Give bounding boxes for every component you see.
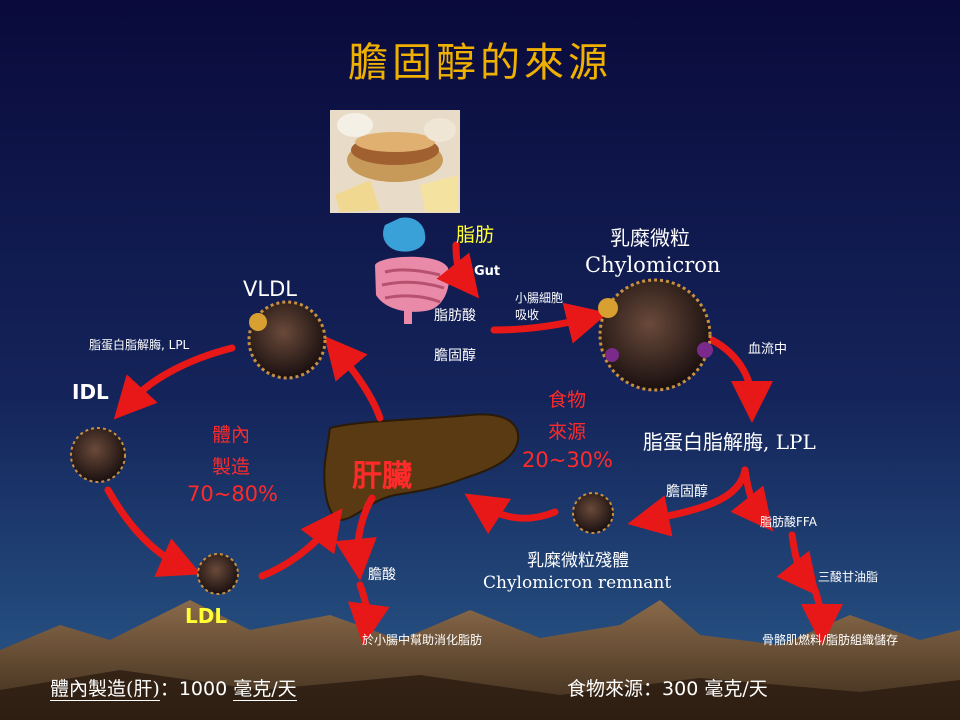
footer-right-value: 300 — [662, 678, 699, 700]
arrow-fat-to-gut — [436, 241, 480, 299]
cholesterol-out-label: 膽固醇 — [666, 484, 708, 500]
arrow-to-ffa — [730, 466, 774, 532]
food-photo — [330, 110, 460, 213]
food-source-label-2: 來源 — [548, 421, 587, 443]
chylomicron-en-label: Chylomicron — [585, 253, 721, 277]
footer-left-colon: ： — [159, 678, 179, 700]
page-title: 膽固醇的來源 — [348, 40, 612, 86]
fatty-acid-label: 脂肪酸 — [434, 308, 476, 324]
remnant-cn-label: 乳糜微粒殘體 — [527, 551, 629, 571]
arrow-bile-to-intestine — [347, 581, 390, 646]
arrow-to-chylomicron — [490, 302, 609, 344]
liver-label: 肝臟 — [352, 459, 412, 494]
intestine-absorb-label-2: 吸收 — [515, 308, 540, 322]
arrow-to-lpl — [708, 336, 773, 423]
footer-left-value: 1000 — [178, 678, 228, 700]
footer-right-unit: 毫克/天 — [704, 678, 768, 700]
internal-label-1: 體內 — [212, 424, 251, 446]
arrow-vldl-to-idl — [113, 344, 236, 420]
arrow-ldl-to-liver — [258, 508, 343, 580]
cholesterol-in-label: 膽固醇 — [434, 348, 476, 364]
footer-right: 食物來源：300 毫克/天 — [567, 674, 768, 701]
ldl-particle — [197, 553, 239, 595]
remnant-particle — [572, 492, 614, 534]
arrow-idl-to-ldl — [104, 486, 202, 577]
arrow-to-triglyceride — [776, 531, 820, 597]
vldl-label: VLDL — [243, 277, 297, 301]
footer-left: 體內製造(肝)：1000 毫克/天 — [50, 674, 297, 701]
arrow-liver-to-bile — [335, 494, 377, 581]
triglyceride-label: 三酸甘油脂 — [818, 570, 879, 584]
internal-pct: 70~80% — [187, 482, 278, 506]
arrow-remnant-to-liver — [464, 493, 559, 535]
arrow-to-storage — [800, 586, 843, 646]
intestine-absorb-label-1: 小腸細胞 — [515, 291, 564, 305]
lpl-main-label: 脂蛋白脂解脢, LPL — [643, 430, 816, 454]
arrow-to-remnant — [627, 466, 749, 537]
ffa-label: 脂肪酸FFA — [760, 515, 817, 529]
chylomicron-cn-label: 乳糜微粒 — [610, 226, 690, 250]
lpl-left-label: 脂蛋白脂解脢, LPL — [89, 338, 190, 352]
food-source-label-1: 食物 — [548, 389, 587, 411]
footer-right-label: 食物來源 — [567, 678, 644, 700]
food-source-pct: 20~30% — [522, 448, 613, 472]
gut-label: Gut — [474, 264, 501, 279]
vldl-particle — [247, 300, 327, 380]
footer-right-colon: ： — [643, 678, 663, 700]
idl-label: IDL — [72, 380, 109, 404]
idl-particle — [70, 427, 126, 483]
storage-label: 骨骼肌燃料/脂肪組織儲存 — [762, 633, 899, 647]
ldl-label: LDL — [185, 604, 228, 628]
digestive-tract-icon — [375, 217, 450, 324]
footer-left-unit: 毫克/天 — [233, 678, 297, 701]
footer-left-label: 體內製造(肝) — [50, 678, 160, 701]
bloodstream-label: 血流中 — [748, 342, 788, 357]
bile-use-label: 於小腸中幫助消化脂肪 — [362, 633, 483, 647]
chylomicron-particle — [598, 278, 713, 392]
internal-label-2: 製造 — [212, 456, 251, 478]
remnant-en-label: Chylomicron remnant — [483, 573, 672, 593]
arrow-liver-to-vldl — [324, 335, 384, 422]
bile-acid-label: 膽酸 — [368, 567, 396, 583]
fat-label: 脂肪 — [456, 224, 495, 246]
